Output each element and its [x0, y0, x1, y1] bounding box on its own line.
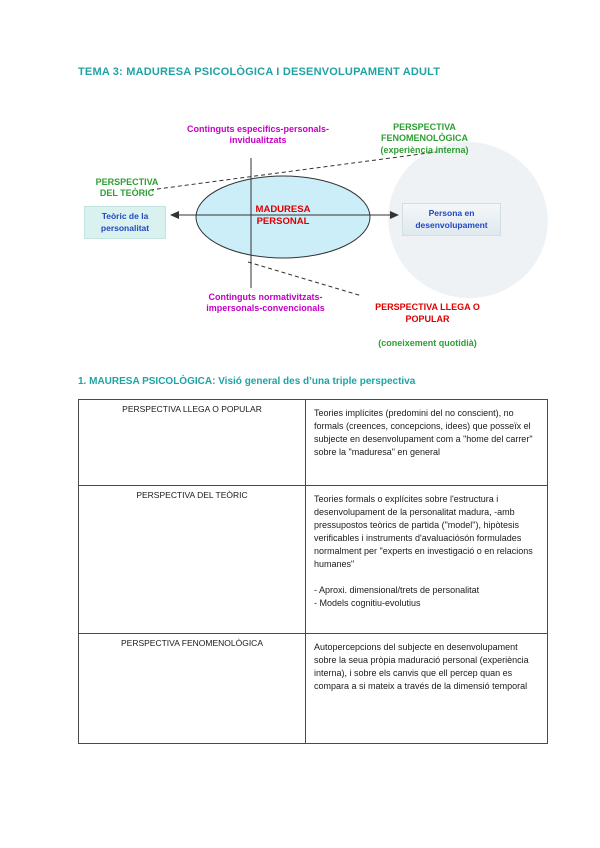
perspectiva-fenomenologica-label: PERSPECTIVA FENOMENOLÒGICA (experiència …	[380, 122, 469, 155]
diagonal-dashed-line-top	[149, 151, 437, 191]
right-arrowhead	[390, 211, 399, 219]
diagonal-dashed-line-bottom	[247, 261, 363, 297]
perspective-cell: PERSPECTIVA LLEGA O POPULAR	[78, 399, 306, 486]
perspectives-table: PERSPECTIVA LLEGA O POPULAR Teories impl…	[78, 399, 548, 744]
description-cell: Autopercepcions del subjecte en desenvol…	[305, 633, 548, 744]
left-arrowhead	[170, 211, 179, 219]
description-cell: Teories implícites (predomini del no con…	[305, 399, 548, 486]
description-cell: Teories formals o explícites sobre l'est…	[305, 485, 548, 634]
coneixement-quotidia-label: (coneixement quotidià)	[378, 338, 477, 348]
teoric-personalitat-box: Teòric de la personalitat	[84, 206, 166, 239]
page-title: TEMA 3: MADURESA PSICOLÒGICA I DESENVOLU…	[78, 66, 441, 78]
continguts-normativitzats-label: Continguts normativitzats- impersonals-c…	[206, 292, 325, 314]
persona-desenvolupament-box: Persona en desenvolupament	[402, 203, 501, 236]
maduresa-personal-label: MADURESA PERSONAL	[255, 204, 311, 228]
perspectiva-llega-popular-group: PERSPECTIVA LLEGA O POPULAR (coneixement…	[350, 291, 505, 361]
perspectiva-del-teoric-label: PERSPECTIVA DEL TEÒRIC	[95, 177, 159, 199]
continguts-especifics-label: Continguts especifics-personals- invidua…	[186, 124, 330, 146]
perspectiva-llega-popular-label: PERSPECTIVA LLEGA O POPULAR	[375, 302, 480, 324]
perspective-cell: PERSPECTIVA FENOMENOLÒGICA	[78, 633, 306, 744]
table-row: PERSPECTIVA FENOMENOLÒGICA Autopercepcio…	[78, 633, 548, 744]
table-row: PERSPECTIVA LLEGA O POPULAR Teories impl…	[78, 399, 548, 486]
table-row: PERSPECTIVA DEL TEÒRIC Teories formals o…	[78, 485, 548, 634]
maduresa-ellipse	[195, 175, 371, 259]
section-heading: 1. MAURESA PSICOLÒGICA: Visió general de…	[78, 376, 416, 387]
perspectives-diagram: Continguts especifics-personals- invidua…	[0, 110, 600, 360]
perspective-cell: PERSPECTIVA DEL TEÒRIC	[78, 485, 306, 634]
